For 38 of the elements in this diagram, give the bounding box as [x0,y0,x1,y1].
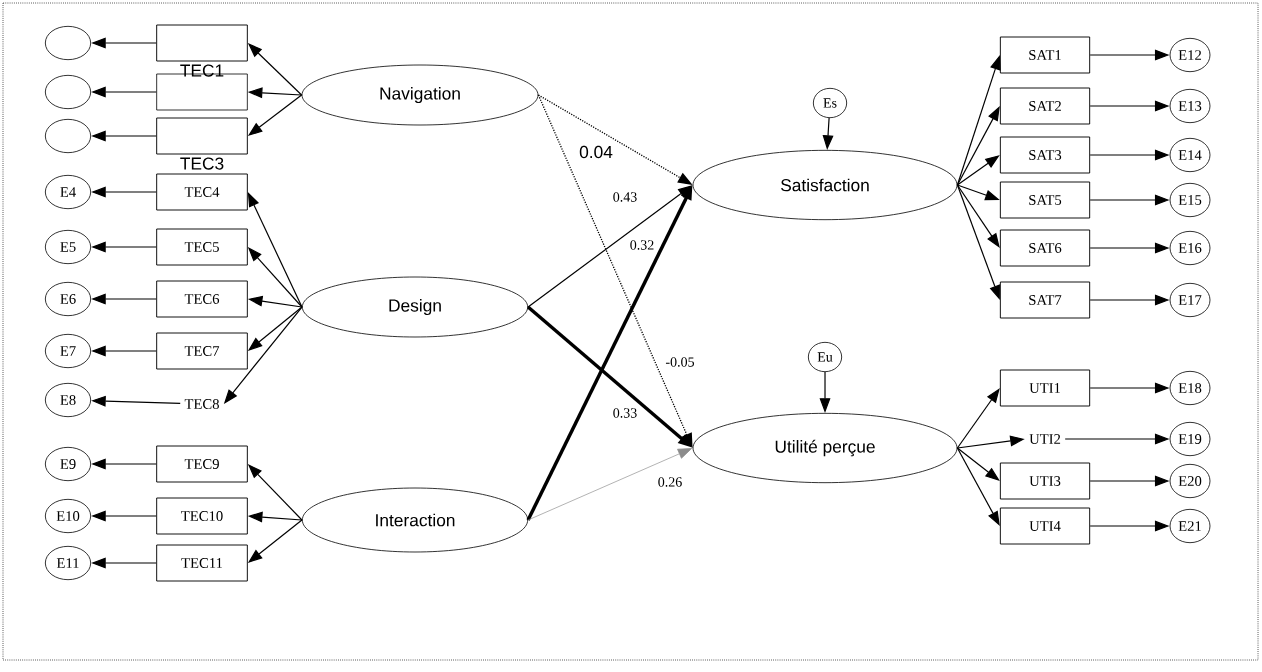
arrow [527,448,693,521]
indicator-box: UTI4 [999,507,1091,545]
arrow [956,447,1000,526]
path-coefficient: 0.32 [628,238,656,252]
indicator-box: SAT7 [999,281,1091,319]
indicator-box: TEC9 [156,445,248,483]
path-coefficient: 0.26 [656,475,684,489]
error-circle [44,74,92,110]
node-label: TEC3 [180,157,224,170]
arrow [956,388,1000,449]
path-coefficient: -0.05 [664,355,696,369]
path-coefficient: 0.33 [611,406,639,420]
error-circle [44,25,92,61]
indicator-label: UTI2 [1029,434,1061,444]
indicator-box: TEC1 [156,24,248,77]
indicator-box: TEC10 [156,497,248,535]
indicator-box: TEC7 [156,332,248,370]
indicator-box: TEC3 [156,117,248,170]
indicator-box: SAT2 [999,87,1091,125]
indicator-box: TEC5 [156,228,248,266]
indicator-box: TEC6 [156,280,248,318]
path-coefficient: 0.43 [611,190,639,204]
arrow [956,184,1000,248]
indicator-label: TEC8 [184,399,219,409]
indicator-box: SAT5 [999,181,1091,219]
indicator-box: UTI3 [999,462,1091,500]
arrow [956,447,1000,481]
node-label: TEC1 [180,64,224,77]
arrow [956,106,1000,186]
indicator-box: TEC11 [156,544,248,582]
indicator-box: UTI1 [999,369,1091,407]
arrow [956,155,1000,186]
error-circle [44,118,92,154]
path-coefficient: 0.04 [577,144,615,160]
indicator-box: SAT6 [999,229,1091,267]
indicator-box: TEC4 [156,173,248,211]
indicator-box: SAT1 [999,36,1091,74]
indicator-box: SAT3 [999,136,1091,174]
